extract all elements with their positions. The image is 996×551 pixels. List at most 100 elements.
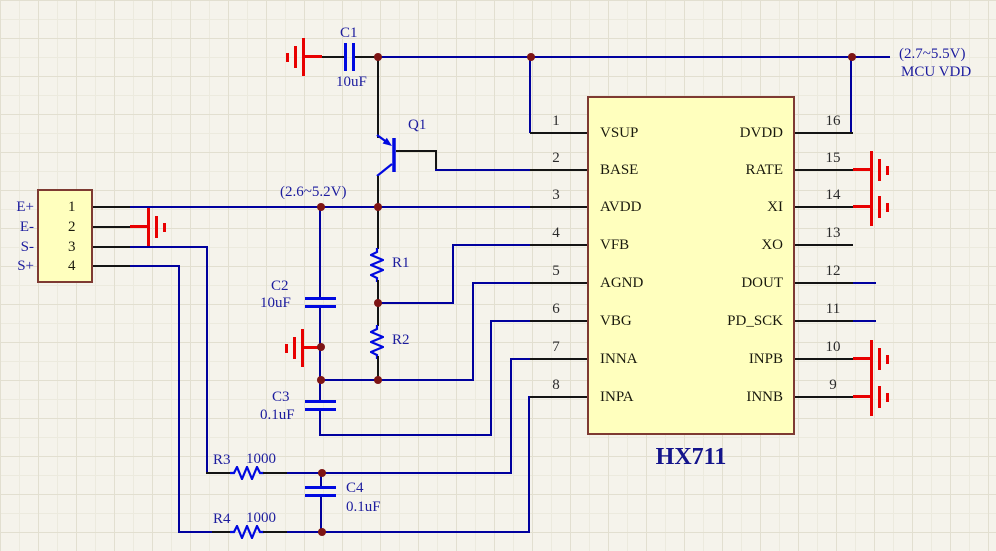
capacitor-c1 (352, 43, 355, 71)
junction-dot (527, 53, 535, 61)
wire-segment (319, 206, 321, 297)
resistor-r4 (230, 525, 264, 539)
ic-pin-stub (530, 282, 587, 284)
resistor-r3 (230, 466, 264, 480)
ic-pin-number: 8 (552, 377, 560, 393)
wire-segment (320, 473, 322, 487)
wire-s-minus (206, 246, 208, 474)
ic-pin-stub (530, 169, 587, 171)
wire-segment (320, 497, 322, 532)
capacitor-c3 (305, 400, 336, 403)
wire-s-minus (130, 246, 207, 248)
earth-ground-icon (853, 377, 891, 417)
junction-dot (317, 343, 325, 351)
junction-dot (374, 376, 382, 384)
wire-segment (355, 56, 378, 58)
avdd-range-label: (2.6~5.2V) (280, 184, 347, 200)
component-ref: C1 (340, 25, 358, 41)
ic-pin-stub (530, 244, 587, 246)
wire-s-plus (178, 265, 180, 533)
earth-ground-icon (853, 187, 891, 227)
wire-segment (180, 531, 212, 533)
earth-ground-icon (853, 339, 891, 379)
component-ref: C2 (271, 278, 289, 294)
connector-pin-label: E+ (16, 199, 34, 215)
wire-inna (510, 358, 512, 474)
ic-pin-label: VBG (600, 313, 632, 329)
ic-pin-stub (795, 396, 853, 398)
ic-pin-number: 4 (552, 225, 560, 241)
wire-dvdd (850, 56, 852, 133)
ic-pin-stub (795, 132, 853, 134)
wire-segment (263, 472, 287, 474)
wire-base (435, 169, 530, 171)
component-value: 0.1uF (260, 407, 295, 423)
wire-vfb (452, 244, 454, 304)
junction-dot (374, 299, 382, 307)
connector-pin-label: E- (19, 219, 34, 235)
ic-pin-label: PD_SCK (727, 313, 783, 329)
connector-pin-number: 4 (68, 258, 76, 274)
ic-pin-stub (795, 169, 853, 171)
junction-dot (318, 528, 326, 536)
ic-pin-label: BASE (600, 162, 639, 178)
wire-dout (853, 282, 876, 284)
resistor-r1 (370, 248, 384, 282)
ic-pin-stub (530, 206, 587, 208)
wire-agnd (473, 282, 530, 284)
earth-ground-icon (284, 37, 322, 77)
wire-vfb (378, 302, 454, 304)
wire-segment (319, 380, 321, 401)
ic-hx711-body (587, 96, 795, 435)
mcu-vdd-range-label: (2.7~5.5V) (899, 46, 966, 62)
ic-pin-number: 7 (552, 339, 560, 355)
wire-segment (377, 280, 379, 304)
wire-segment (263, 531, 287, 533)
junction-dot (317, 203, 325, 211)
capacitor-c2 (305, 305, 336, 308)
wire-segment (377, 356, 379, 381)
wire-inpa (528, 396, 530, 533)
pnp-transistor-q1 (376, 134, 396, 177)
ic-pin-stub (530, 320, 587, 322)
component-ref: R1 (392, 255, 410, 271)
wire-segment (206, 472, 233, 474)
wire-vfb (454, 244, 530, 246)
component-value: 0.1uF (346, 499, 381, 515)
ic-pin-number: 10 (825, 339, 841, 355)
wire-q1-collector (377, 176, 379, 207)
ic-pin-label: RATE (745, 162, 784, 178)
ic-pin-label: VFB (600, 237, 630, 253)
wire-q1-emitter (377, 56, 379, 138)
ic-pin-number: 15 (825, 150, 841, 166)
wire-vbg (492, 320, 530, 322)
ic-pin-label: DOUT (741, 275, 783, 291)
component-ref: R2 (392, 332, 410, 348)
wire-vbg (321, 434, 492, 436)
ic-pin-label: XO (761, 237, 783, 253)
earth-ground-icon (853, 150, 891, 190)
wire-segment (322, 56, 345, 58)
ic-pin-number: 1 (552, 113, 560, 129)
junction-dot (848, 53, 856, 61)
ic-pin-number: 11 (825, 301, 841, 317)
ic-pin-number: 13 (825, 225, 841, 241)
wire-inna (512, 358, 530, 360)
mcu-vdd-label: MCU VDD (901, 64, 972, 80)
wire-avdd (130, 206, 530, 208)
capacitor-c4 (305, 486, 336, 489)
ic-pin-stub (795, 282, 853, 284)
ic-pin-label: INPB (748, 351, 783, 367)
wire-segment (377, 206, 379, 249)
ic-pin-stub (530, 358, 587, 360)
wire-vsup (529, 56, 531, 133)
ic-pin-label: INPA (600, 389, 634, 405)
wire-s-plus (130, 265, 180, 267)
wire-segment (319, 411, 321, 436)
ic-pin-label: INNA (600, 351, 638, 367)
ic-pin-stub (795, 244, 853, 246)
component-value: 1000 (246, 451, 276, 467)
component-value: 1000 (246, 510, 276, 526)
connector-pin-number: 1 (68, 199, 76, 215)
